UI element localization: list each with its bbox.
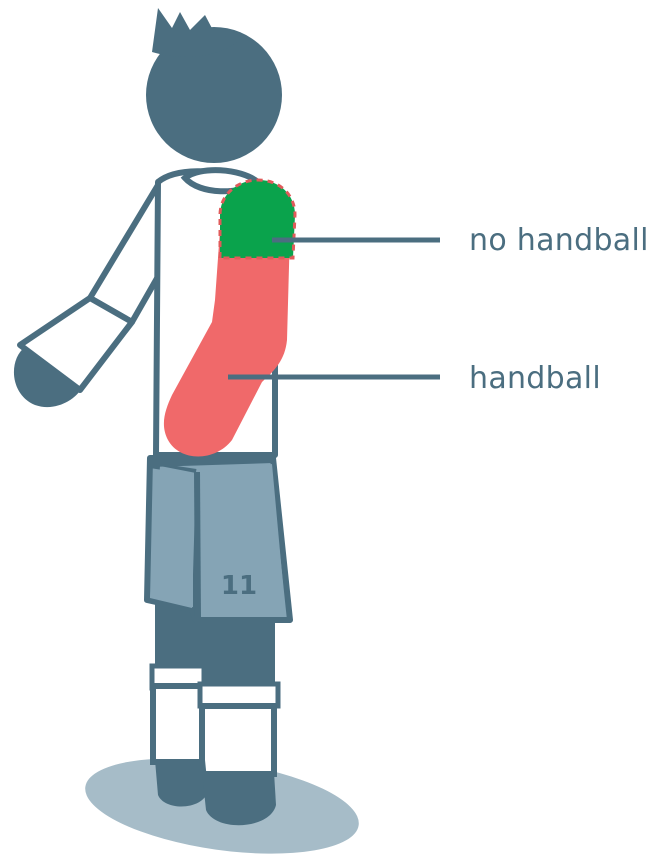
legs xyxy=(152,590,278,825)
head xyxy=(146,8,282,163)
handball-label: handball xyxy=(469,364,601,394)
shirt-number: 11 xyxy=(221,571,257,601)
no-handball-zone-shoulder xyxy=(220,180,295,258)
right-sock xyxy=(200,684,278,706)
left-foot xyxy=(155,760,208,806)
no-handball-label: no handball xyxy=(469,226,649,256)
right-foot xyxy=(202,772,276,825)
shorts xyxy=(147,458,290,620)
